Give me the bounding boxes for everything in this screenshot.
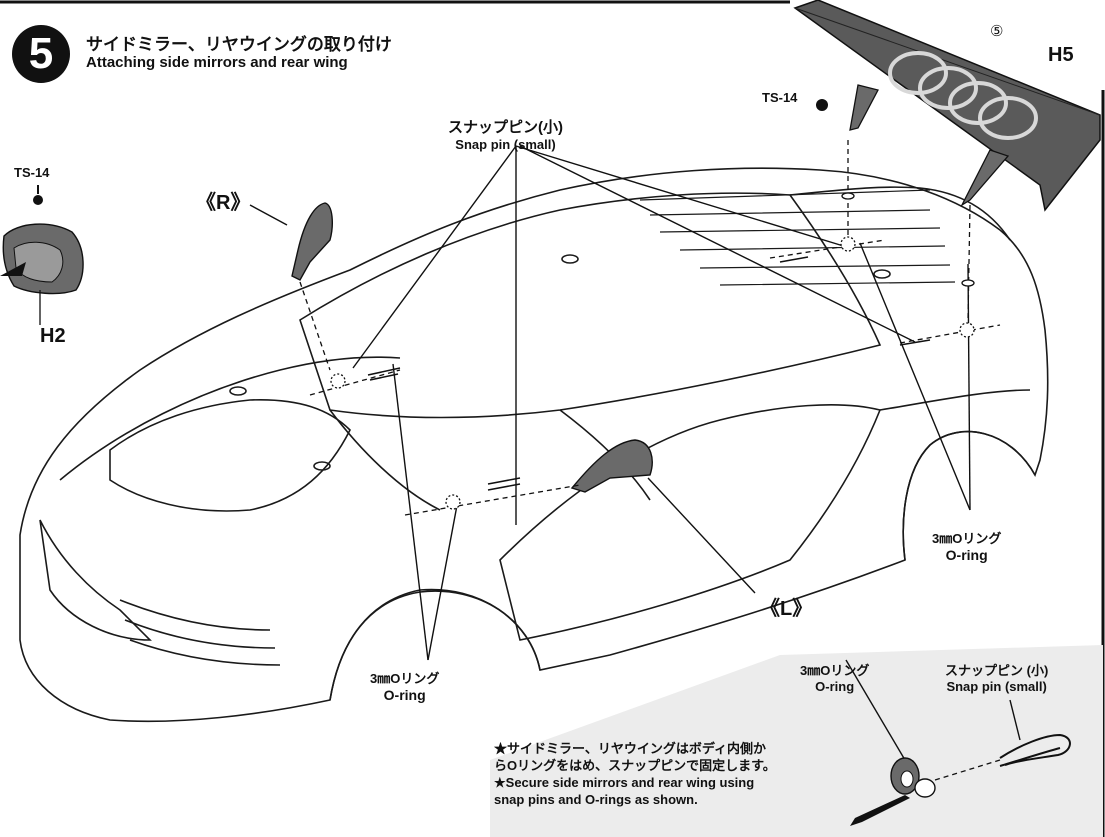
wing-stay-right	[960, 149, 1010, 207]
engine-cover-edge	[789, 186, 1011, 241]
snap-pin-label-ja: スナップピン(小)	[448, 119, 563, 136]
ts14-paint-dot-left	[33, 195, 43, 205]
body-hole	[561, 254, 579, 264]
wing-blade	[793, 0, 1101, 212]
detail-snap-pin-label-en: Snap pin (small)	[946, 679, 1047, 694]
oring-front-label-ja: 3㎜Oリング	[370, 671, 440, 686]
headlight	[39, 519, 152, 641]
h2-part	[0, 185, 84, 325]
hood-line	[59, 356, 401, 481]
body-outline	[19, 167, 1049, 723]
mirror-right	[291, 202, 333, 281]
oring-rear-callout: 3㎜Oリング O-ring	[932, 528, 1001, 563]
rear-wing	[793, 0, 1101, 212]
ts14-label-left: TS-14	[14, 165, 50, 180]
step-number-badge: 5	[12, 25, 70, 83]
oring-front-callout: 3㎜Oリング O-ring	[370, 668, 439, 703]
part-h5-label: H5	[1048, 44, 1074, 66]
oring-rear-label-ja: 3㎜Oリング	[932, 531, 1002, 546]
part-h2-label: H2	[40, 325, 66, 347]
wing-stay-left	[849, 84, 879, 131]
detail-snap-pin-label-ja: スナップピン (小)	[945, 663, 1049, 678]
wing-number-label: ⑤	[990, 23, 1004, 40]
detail-snap-pin-callout: スナップピン (小) Snap pin (small)	[945, 660, 1048, 694]
ts14-label-right: TS-14	[762, 90, 798, 105]
instruction-note: ★サイドミラー、リヤウイングはボディ内側か らOリングをはめ、スナップピンで固定…	[494, 740, 834, 808]
mirror-left	[570, 439, 653, 493]
detail-oring-assembly	[850, 757, 1001, 826]
snap-pins-on-car	[367, 256, 931, 491]
note-line-4: snap pins and O-rings as shown.	[494, 792, 698, 807]
mount-points	[330, 192, 975, 510]
snap-pin-label-en: Snap pin (small)	[455, 137, 556, 152]
detail-oring-callout: 3㎜Oリング O-ring	[800, 660, 869, 694]
oring-front-label-en: O-ring	[383, 687, 426, 703]
callout-lines	[249, 145, 1021, 761]
note-line-1: ★サイドミラー、リヤウイングはボディ内側か	[494, 741, 766, 756]
wing-logo-rings	[888, 51, 1038, 140]
hood-vent	[109, 398, 351, 512]
right-marker-label: 《R》	[196, 192, 251, 214]
step-title-en: Attaching side mirrors and rear wing	[86, 54, 348, 71]
detail-panel	[490, 645, 1103, 837]
engine-louvres	[639, 189, 956, 286]
body-hole	[873, 269, 891, 279]
detail-oring-label-en: O-ring	[815, 679, 855, 694]
snap-pin-callout: スナップピン(小) Snap pin (small)	[448, 116, 563, 152]
grille-lines	[119, 599, 281, 666]
h2-arrow	[0, 262, 26, 276]
left-marker-label: 《L》	[760, 598, 813, 620]
oring-rear-label-en: O-ring	[945, 547, 988, 563]
rear-wheel-arch	[902, 430, 1036, 561]
detail-oring-label-ja: 3㎜Oリング	[800, 663, 870, 678]
car-body	[19, 167, 1049, 723]
a-pillar	[329, 409, 441, 511]
assembly-lines	[299, 140, 1001, 516]
ts14-paint-dot-right	[816, 99, 828, 111]
step-title-ja: サイドミラー、リヤウイングの取り付け	[86, 35, 392, 54]
body-hole	[313, 461, 331, 471]
roof-outline	[299, 192, 882, 419]
body-hole	[229, 386, 247, 396]
note-line-3: ★Secure side mirrors and rear wing using	[494, 775, 755, 790]
rear-fender	[879, 389, 1031, 411]
note-line-2: らOリングをはめ、スナップピンで固定します。	[494, 758, 776, 773]
detail-snap-pin	[999, 733, 1071, 767]
